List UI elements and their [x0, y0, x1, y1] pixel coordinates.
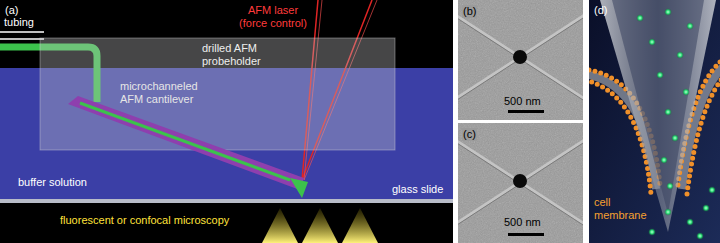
- panel-letter: (d): [594, 4, 607, 17]
- text-holder: cell membrane: [594, 196, 654, 222]
- part-label: drilled AFM probeholder: [202, 42, 276, 68]
- pipette-illustration: [589, 0, 720, 243]
- text-holder: (b): [462, 1, 477, 19]
- figure-panel: (c) 500 nm: [458, 123, 583, 243]
- text-holder: tubing: [4, 16, 34, 29]
- part-label: tubing: [4, 16, 34, 29]
- text-holder: drilled AFM probeholder: [202, 42, 276, 68]
- setup-panel: [0, 0, 453, 243]
- text-holder: (a): [5, 4, 18, 17]
- panel-letter: (a): [5, 4, 18, 17]
- text-holder: buffer solution: [18, 176, 87, 189]
- text-holder: 500 nm: [504, 95, 564, 108]
- sem-image: [458, 123, 583, 243]
- text-holder: glass slide: [392, 183, 443, 196]
- panel-letter: (c): [462, 128, 477, 141]
- scale-label: 500 nm: [504, 95, 564, 108]
- part-label: microchanneled AFM cantilever: [120, 80, 212, 106]
- text-holder: microchanneled AFM cantilever: [120, 80, 212, 106]
- part-label: fluorescent or confocal microscopy: [60, 214, 229, 227]
- sem-image: [458, 0, 583, 120]
- part-label: cell membrane: [594, 196, 654, 222]
- part-label: buffer solution: [18, 176, 87, 189]
- text-holder: AFM laser (force control): [234, 4, 312, 30]
- panel-letter: (b): [462, 5, 477, 18]
- text-holder: (c): [462, 124, 477, 142]
- text-holder: 500 nm: [504, 216, 564, 229]
- text-holder: fluorescent or confocal microscopy: [60, 214, 229, 227]
- probe-holder: drilled AFM probeholder: [40, 38, 395, 150]
- text-holder: (d): [594, 4, 607, 17]
- laser-label: AFM laser (force control): [234, 4, 312, 30]
- figure-panel: (a) drilled AFM probeholder: [0, 0, 453, 243]
- part-label: glass slide: [392, 183, 443, 196]
- scale-label: 500 nm: [504, 216, 564, 229]
- figure-panel: (d) cell membrane: [589, 0, 720, 243]
- figure-panel: (b) 500 nm: [458, 0, 583, 120]
